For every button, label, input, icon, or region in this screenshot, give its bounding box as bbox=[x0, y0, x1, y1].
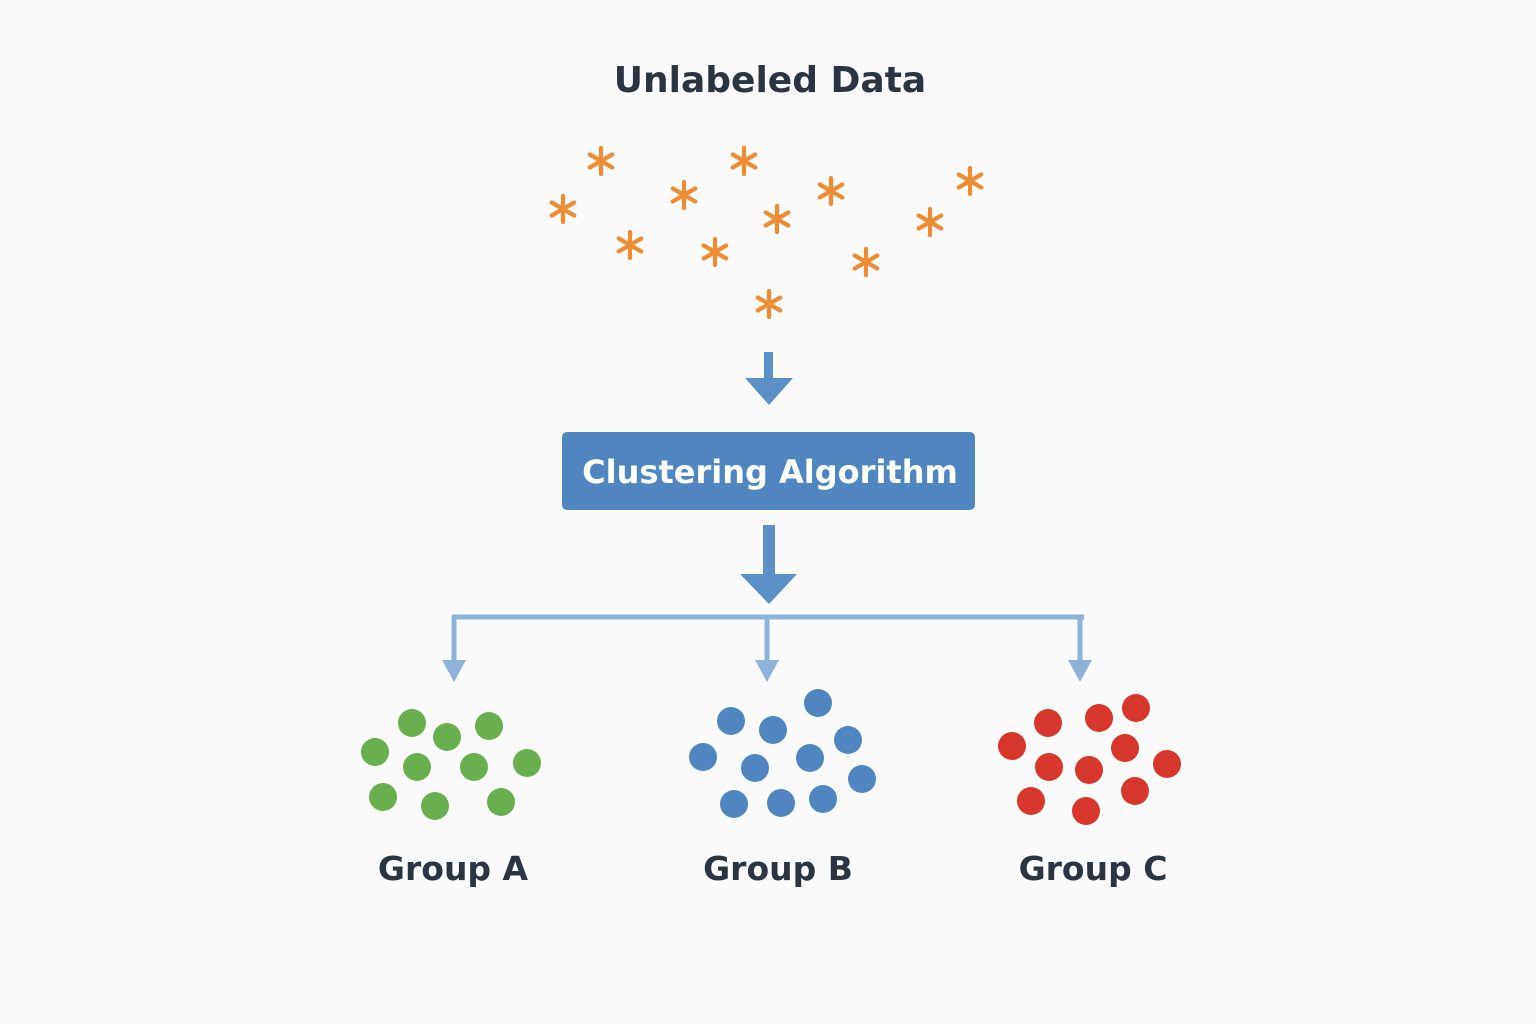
asterisk-point bbox=[549, 193, 577, 225]
cluster-point bbox=[398, 709, 426, 737]
cluster-point bbox=[1072, 797, 1100, 825]
cluster-point bbox=[513, 749, 541, 777]
unlabeled-data-points bbox=[549, 145, 984, 320]
cluster-point bbox=[848, 765, 876, 793]
cluster-group-c bbox=[998, 694, 1181, 825]
cluster-group-b bbox=[689, 689, 876, 818]
cluster-point bbox=[720, 790, 748, 818]
arrow-to-algorithm bbox=[745, 352, 793, 405]
cluster-point bbox=[1121, 777, 1149, 805]
asterisk-point bbox=[616, 229, 644, 261]
cluster-point bbox=[460, 753, 488, 781]
cluster-point bbox=[1122, 694, 1150, 722]
cluster-point bbox=[433, 723, 461, 751]
cluster-point bbox=[834, 726, 862, 754]
cluster-point bbox=[741, 754, 769, 782]
cluster-point bbox=[1034, 709, 1062, 737]
asterisk-point bbox=[852, 246, 880, 278]
group-a-label: Group A bbox=[378, 849, 529, 888]
cluster-point bbox=[361, 738, 389, 766]
asterisk-point bbox=[587, 145, 615, 177]
clustering-algorithm-label: Clustering Algorithm bbox=[582, 453, 958, 491]
cluster-point bbox=[421, 792, 449, 820]
diagram-title: Unlabeled Data bbox=[614, 60, 926, 101]
cluster-point bbox=[689, 743, 717, 771]
asterisk-point bbox=[670, 179, 698, 211]
branch-arrowhead-a bbox=[442, 660, 466, 682]
cluster-point bbox=[1075, 756, 1103, 784]
branch-arrowhead-b bbox=[755, 660, 779, 682]
arrow-from-algorithm bbox=[740, 525, 797, 604]
cluster-point bbox=[1035, 753, 1063, 781]
cluster-point bbox=[1111, 734, 1139, 762]
branch-arrowhead-c bbox=[1068, 660, 1092, 682]
cluster-point bbox=[475, 712, 503, 740]
group-b-label: Group B bbox=[703, 849, 853, 888]
asterisk-point bbox=[701, 236, 729, 268]
cluster-point bbox=[796, 744, 824, 772]
cluster-point bbox=[403, 753, 431, 781]
cluster-point bbox=[1085, 704, 1113, 732]
cluster-point bbox=[998, 732, 1026, 760]
cluster-point bbox=[369, 783, 397, 811]
cluster-point bbox=[1153, 750, 1181, 778]
cluster-point bbox=[1017, 787, 1045, 815]
branch-connector bbox=[451, 614, 1084, 664]
cluster-point bbox=[759, 716, 787, 744]
cluster-point bbox=[767, 789, 795, 817]
asterisk-point bbox=[956, 165, 984, 197]
clustering-algorithm-box: Clustering Algorithm bbox=[562, 432, 975, 510]
asterisk-point bbox=[730, 145, 758, 177]
asterisk-point bbox=[817, 175, 845, 207]
cluster-point bbox=[809, 785, 837, 813]
cluster-point bbox=[717, 707, 745, 735]
cluster-group-a bbox=[361, 709, 541, 820]
cluster-point bbox=[487, 788, 515, 816]
asterisk-point bbox=[916, 206, 944, 238]
branch-arrowheads bbox=[442, 660, 1092, 682]
group-c-label: Group C bbox=[1019, 849, 1168, 888]
asterisk-point bbox=[763, 203, 791, 235]
cluster-point bbox=[804, 689, 832, 717]
asterisk-point bbox=[755, 288, 783, 320]
